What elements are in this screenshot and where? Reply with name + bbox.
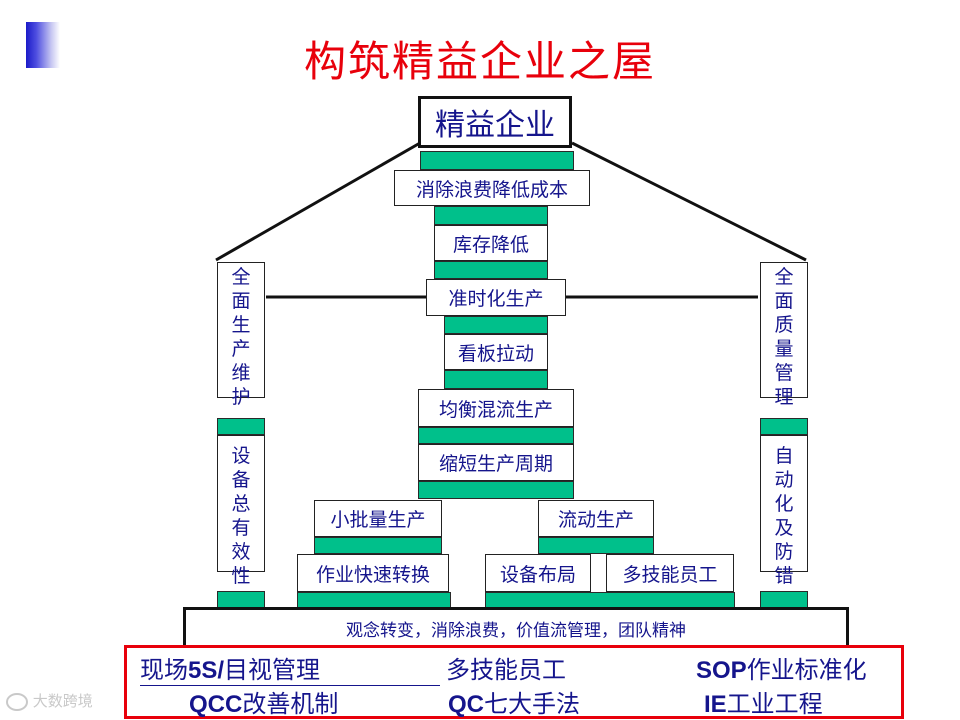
center-box-3: 准时化生产: [426, 279, 566, 316]
left-pillar-lower-text: 设备总有效性: [231, 445, 251, 587]
watermark: 大数跨境: [6, 690, 93, 711]
base-item-qcc: QCC改善机制: [189, 684, 338, 719]
base-item-5s-line: 现场5S/目视管理: [140, 650, 440, 686]
right-branch-bottom-left: 设备布局: [485, 554, 591, 592]
left-branch-bottom: 作业快速转换: [297, 554, 449, 592]
right-pillar-upper-text: 全面质量管理: [774, 266, 794, 408]
base-panel: [124, 645, 904, 719]
base-item-5s-prefix: 现场: [140, 656, 188, 684]
green-bar: [217, 591, 265, 608]
center-box-5: 均衡混流生产: [418, 389, 574, 427]
base-item-ie-bold: IE: [704, 691, 727, 718]
watermark-text: 大数跨境: [32, 692, 93, 710]
decorative-gradient-bar: [26, 22, 60, 68]
center-box-1: 消除浪费降低成本: [394, 170, 590, 206]
green-bar: [418, 481, 574, 499]
green-bar: [217, 418, 265, 435]
base-item-ie-suffix: 工业工程: [726, 690, 823, 718]
green-bar: [538, 537, 654, 554]
base-item-qc: QC七大手法: [448, 684, 580, 719]
base-item-5s: 现场5S/目视管理: [140, 650, 440, 686]
right-pillar-lower: 自动化及防错: [760, 435, 808, 587]
base-item-sop-bold: SOP: [696, 657, 747, 684]
green-bar: [760, 418, 808, 435]
watermark-logo-icon: [6, 692, 28, 711]
base-item-qcc-suffix: 改善机制: [242, 690, 339, 718]
green-bar: [434, 206, 548, 225]
green-bar: [485, 592, 735, 608]
center-box-2: 库存降低: [434, 225, 548, 261]
right-pillar-upper: 全面质量管理: [760, 262, 808, 408]
green-bar: [314, 537, 442, 554]
center-box-4: 看板拉动: [444, 334, 548, 370]
page-title: 构筑精益企业之屋: [303, 37, 656, 86]
right-branch-top: 流动生产: [538, 500, 654, 537]
roof-lean-enterprise: 精益企业: [418, 96, 572, 148]
base-item-5s-bold: 5S/: [188, 657, 225, 684]
green-bar: [297, 592, 451, 608]
left-pillar-upper: 全面生产维护: [217, 262, 265, 408]
left-pillar-lower: 设备总有效性: [217, 435, 265, 587]
green-bar: [444, 370, 548, 389]
green-bar: [420, 151, 574, 170]
base-item-sop: SOP作业标准化: [696, 650, 867, 685]
green-bar: [444, 316, 548, 334]
base-item-5s-suffix: 目视管理: [224, 656, 321, 684]
foundation: 观念转变，消除浪费，价值流管理，团队精神: [183, 607, 849, 647]
base-item-ie: IE工业工程: [704, 684, 823, 719]
base-item-multiskill: 多技能员工: [446, 656, 566, 684]
right-pillar-lower-text: 自动化及防错: [774, 445, 794, 587]
base-item-qc-bold: QC: [448, 691, 484, 718]
base-item-qcc-bold: QCC: [189, 691, 243, 718]
base-item-qc-suffix: 七大手法: [484, 690, 580, 718]
center-box-6: 缩短生产周期: [418, 444, 574, 481]
left-pillar-upper-text: 全面生产维护: [231, 266, 251, 408]
right-branch-bottom-right: 多技能员工: [606, 554, 734, 592]
green-bar: [434, 261, 548, 279]
green-bar: [418, 427, 574, 444]
left-branch-top: 小批量生产: [314, 500, 442, 537]
green-bar: [760, 591, 808, 608]
base-item-sop-suffix: 作业标准化: [746, 656, 867, 684]
